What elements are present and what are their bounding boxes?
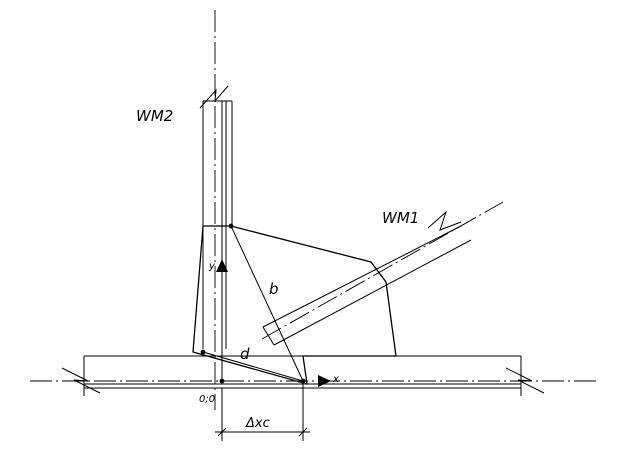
y-axis-arrow bbox=[216, 259, 228, 272]
break-mark-right bbox=[505, 367, 545, 394]
nodes bbox=[200, 223, 306, 384]
label-d: d bbox=[240, 345, 250, 363]
diagonal-member-wm1 bbox=[261, 201, 504, 346]
vertical-member-wm2 bbox=[199, 10, 233, 410]
geometry-lines bbox=[202, 225, 304, 382]
label-origin: 0;0 bbox=[199, 394, 215, 405]
label-wm1: WM1 bbox=[382, 209, 419, 227]
label-x-axis: x bbox=[332, 374, 339, 385]
line-d bbox=[202, 351, 304, 382]
gusset-plate bbox=[192, 225, 397, 385]
x-axis-arrow bbox=[318, 375, 331, 387]
label-wm2: WM2 bbox=[136, 107, 173, 125]
break-mark-diagonal bbox=[427, 210, 462, 231]
label-y-axis: y bbox=[208, 261, 216, 272]
break-mark-top bbox=[199, 85, 229, 109]
label-b: b bbox=[269, 280, 279, 298]
line-b bbox=[230, 225, 304, 382]
bottom-chord bbox=[30, 355, 600, 396]
break-mark-left bbox=[61, 367, 101, 394]
dimension-delta-xc bbox=[215, 384, 310, 441]
label-delta-xc: Δxc bbox=[245, 416, 270, 431]
